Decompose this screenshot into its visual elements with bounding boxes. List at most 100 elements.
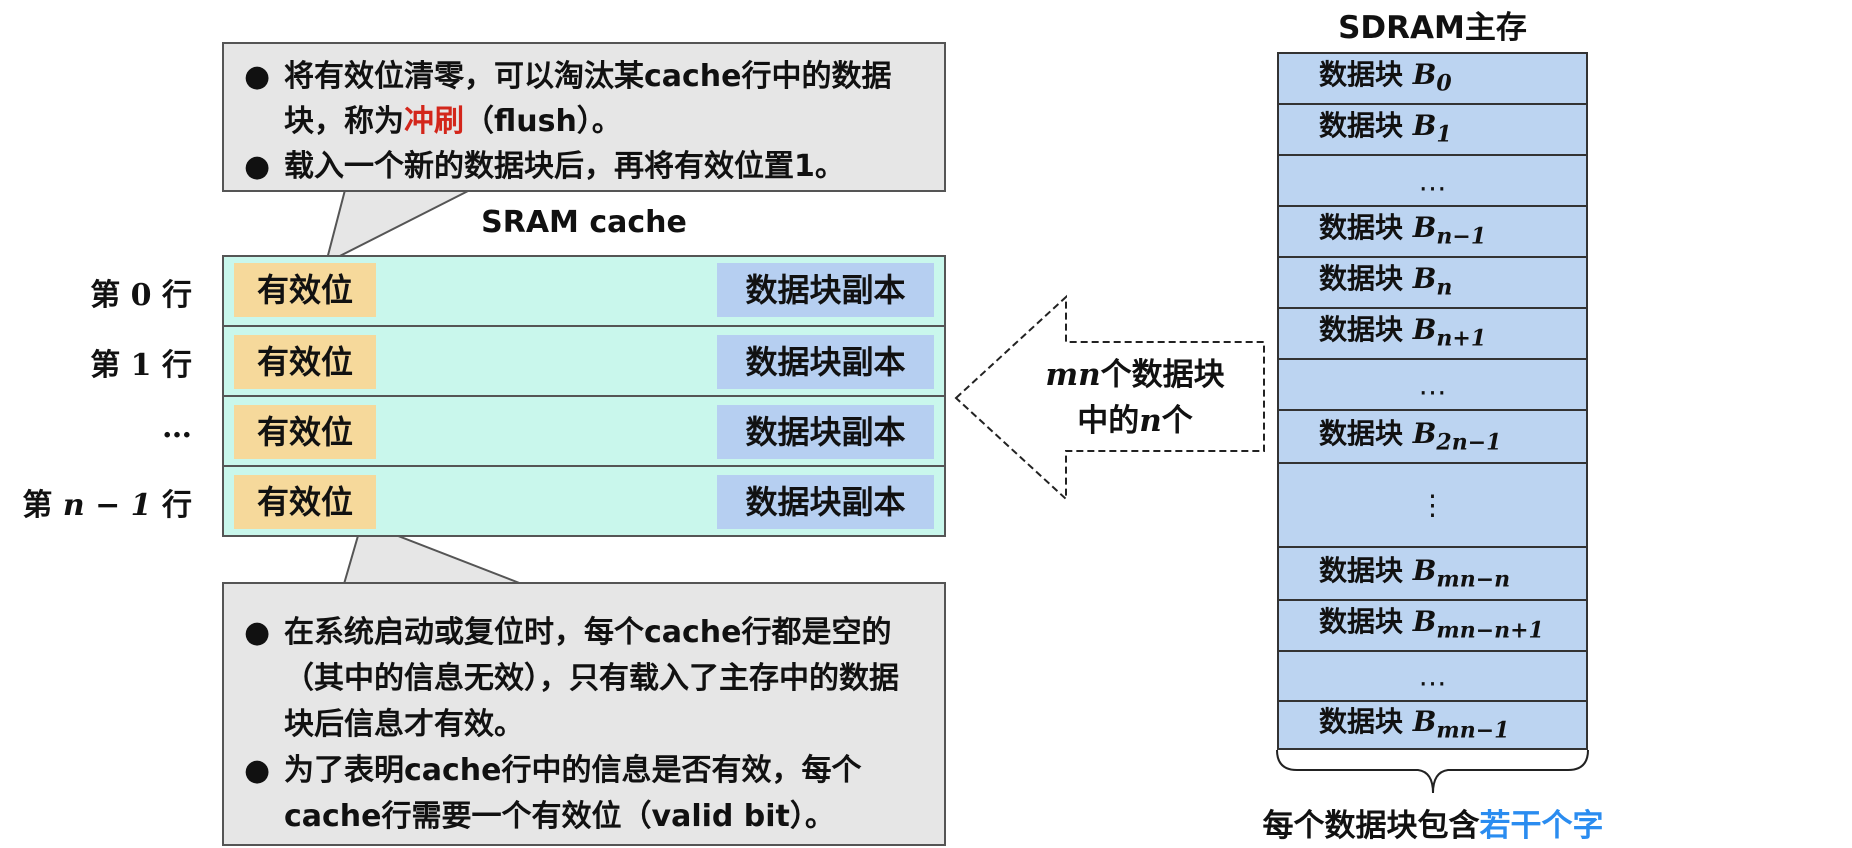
text: 第 <box>90 348 131 383</box>
text: （flush）。 <box>464 104 622 139</box>
memory-ellipsis: … <box>1279 358 1586 409</box>
text: 数据块 <box>1319 109 1413 143</box>
cache-line: 有效位数据块副本 <box>224 395 944 465</box>
valid-bit: 有效位 <box>234 263 376 317</box>
bullet-text: 将有效位清零，可以淘汰某cache行中的数据块，称为冲刷（flush）。 <box>284 54 924 144</box>
text: 数据块 <box>1319 705 1413 739</box>
block-copy: 数据块副本 <box>717 475 934 529</box>
memory-block: 数据块 Bn+1 <box>1279 307 1586 358</box>
block-symbol: B <box>1412 58 1437 92</box>
bullet-icon: ● <box>244 753 271 788</box>
block-symbol: B <box>1412 211 1437 245</box>
block-index: mn−n <box>1436 567 1511 593</box>
block-label: 数据块 Bmn−n+1 <box>1319 600 1544 644</box>
text: 数据块 <box>1319 417 1413 451</box>
block-label: 数据块 B0 <box>1319 53 1452 97</box>
row-label: 第 n − 1 行 <box>12 480 192 524</box>
text: 个数据块 <box>1100 357 1225 393</box>
block-symbol: B <box>1412 109 1437 143</box>
row-label: 第 1 行 <box>12 340 192 384</box>
block-symbol: B <box>1412 605 1437 639</box>
ellipsis: ⋮ <box>1418 488 1447 522</box>
memory-block: 数据块 Bmn−1 <box>1279 700 1586 750</box>
memory-block: 数据块 Bn−1 <box>1279 205 1586 256</box>
sram-cache: 有效位数据块副本有效位数据块副本有效位数据块副本有效位数据块副本 <box>222 255 946 537</box>
arrow-label: mn个数据块 中的n个 <box>1010 352 1260 444</box>
text: 数据块 <box>1319 605 1413 639</box>
bullet-text: 载入一个新的数据块后，再将有效位置1。 <box>284 149 845 184</box>
block-label: 数据块 Bn−1 <box>1319 206 1486 250</box>
bullet-icon: ● <box>244 149 271 184</box>
block-copy: 数据块副本 <box>717 263 934 317</box>
text: 第 <box>22 488 63 523</box>
text: 行 <box>151 488 192 523</box>
memory-block: 数据块 B2n−1 <box>1279 409 1586 462</box>
block-label: 数据块 Bn+1 <box>1319 308 1486 352</box>
ellipsis: … <box>1418 368 1447 401</box>
text: 数据块 <box>1319 262 1413 296</box>
block-index: n+1 <box>1436 326 1487 352</box>
row-label: … <box>12 410 192 445</box>
row-label: 第 0 行 <box>12 270 192 314</box>
valid-bit: 有效位 <box>234 475 376 529</box>
bullet-text: 在系统启动或复位时，每个cache行都是空的（其中的信息无效），只有载入了主存中… <box>284 615 899 742</box>
text: 将有效位清零，可以淘汰某cache行中的数据块，称为 <box>284 59 892 139</box>
cache-line: 有效位 数据块副本 <box>224 465 944 535</box>
block-symbol: B <box>1412 313 1437 347</box>
block-symbol: B <box>1412 262 1437 296</box>
block-label: 数据块 Bmn−n <box>1319 549 1510 593</box>
cache-line: 有效位数据块副本 <box>224 325 944 395</box>
mapping-arrow <box>954 294 1265 502</box>
ellipsis: … <box>1418 164 1447 197</box>
block-index: mn−n+1 <box>1436 618 1544 644</box>
text: 个 <box>1161 403 1193 439</box>
text: 行 <box>151 278 192 313</box>
row-index: 1 <box>130 348 152 383</box>
row-index: n − 1 <box>62 488 152 523</box>
row-index: 0 <box>130 278 152 313</box>
block-index: n <box>1436 275 1453 301</box>
callout-bullet: ● 为了表明cache行中的信息是否有效，每个cache行需要一个有效位（val… <box>244 748 924 840</box>
row-index: … <box>162 410 192 445</box>
caption-highlight: 若干个字 <box>1479 808 1604 844</box>
callout-bullet: ● 在系统启动或复位时，每个cache行都是空的（其中的信息无效），只有载入了主… <box>244 610 924 748</box>
block-copy: 数据块副本 <box>717 405 934 459</box>
bullet-text: 为了表明cache行中的信息是否有效，每个cache行需要一个有效位（valid… <box>284 753 862 834</box>
text: 中的 <box>1077 403 1140 439</box>
block-copy: 数据块副本 <box>717 335 934 389</box>
text: 第 <box>90 278 131 313</box>
block-label: 数据块 B1 <box>1319 104 1452 148</box>
text: 数据块 <box>1319 211 1413 245</box>
ellipsis: … <box>1418 659 1447 693</box>
block-label: 数据块 Bn <box>1319 257 1452 301</box>
sdram-caption: 每个数据块包含若干个字 <box>1233 800 1633 845</box>
callout-bullet: ● 载入一个新的数据块后，再将有效位置1。 <box>244 144 924 189</box>
flush-term: 冲刷 <box>404 104 464 139</box>
memory-block: 数据块 Bn <box>1279 256 1586 307</box>
bullet-icon: ● <box>244 59 271 94</box>
text: 行 <box>151 348 192 383</box>
sdram-title: SDRAM主存 <box>1338 10 1527 46</box>
block-symbol: B <box>1412 554 1437 588</box>
memory-ellipsis: ⋮ <box>1279 462 1586 546</box>
block-index: 2n−1 <box>1436 430 1502 456</box>
block-index: mn−1 <box>1436 718 1510 744</box>
memory-block: 数据块 B1 <box>1279 103 1586 154</box>
block-symbol: B <box>1412 417 1437 451</box>
text: 数据块 <box>1319 554 1413 588</box>
math-mn: mn <box>1045 357 1101 393</box>
text: 数据块 <box>1319 58 1413 92</box>
block-index: n−1 <box>1436 224 1487 250</box>
math-n: n <box>1139 403 1162 439</box>
cache-title: SRAM cache <box>481 205 687 240</box>
memory-ellipsis: … <box>1279 650 1586 700</box>
memory-block: 数据块 Bmn−n+1 <box>1279 599 1586 650</box>
block-index: 0 <box>1436 71 1452 97</box>
cache-line: 有效位 数据块副本 <box>224 255 944 325</box>
block-label: 数据块 Bmn−1 <box>1319 700 1509 744</box>
bottom-callout: ● 在系统启动或复位时，每个cache行都是空的（其中的信息无效），只有载入了主… <box>222 582 946 846</box>
memory-ellipsis: … <box>1279 154 1586 205</box>
brace-icon <box>1276 749 1589 794</box>
